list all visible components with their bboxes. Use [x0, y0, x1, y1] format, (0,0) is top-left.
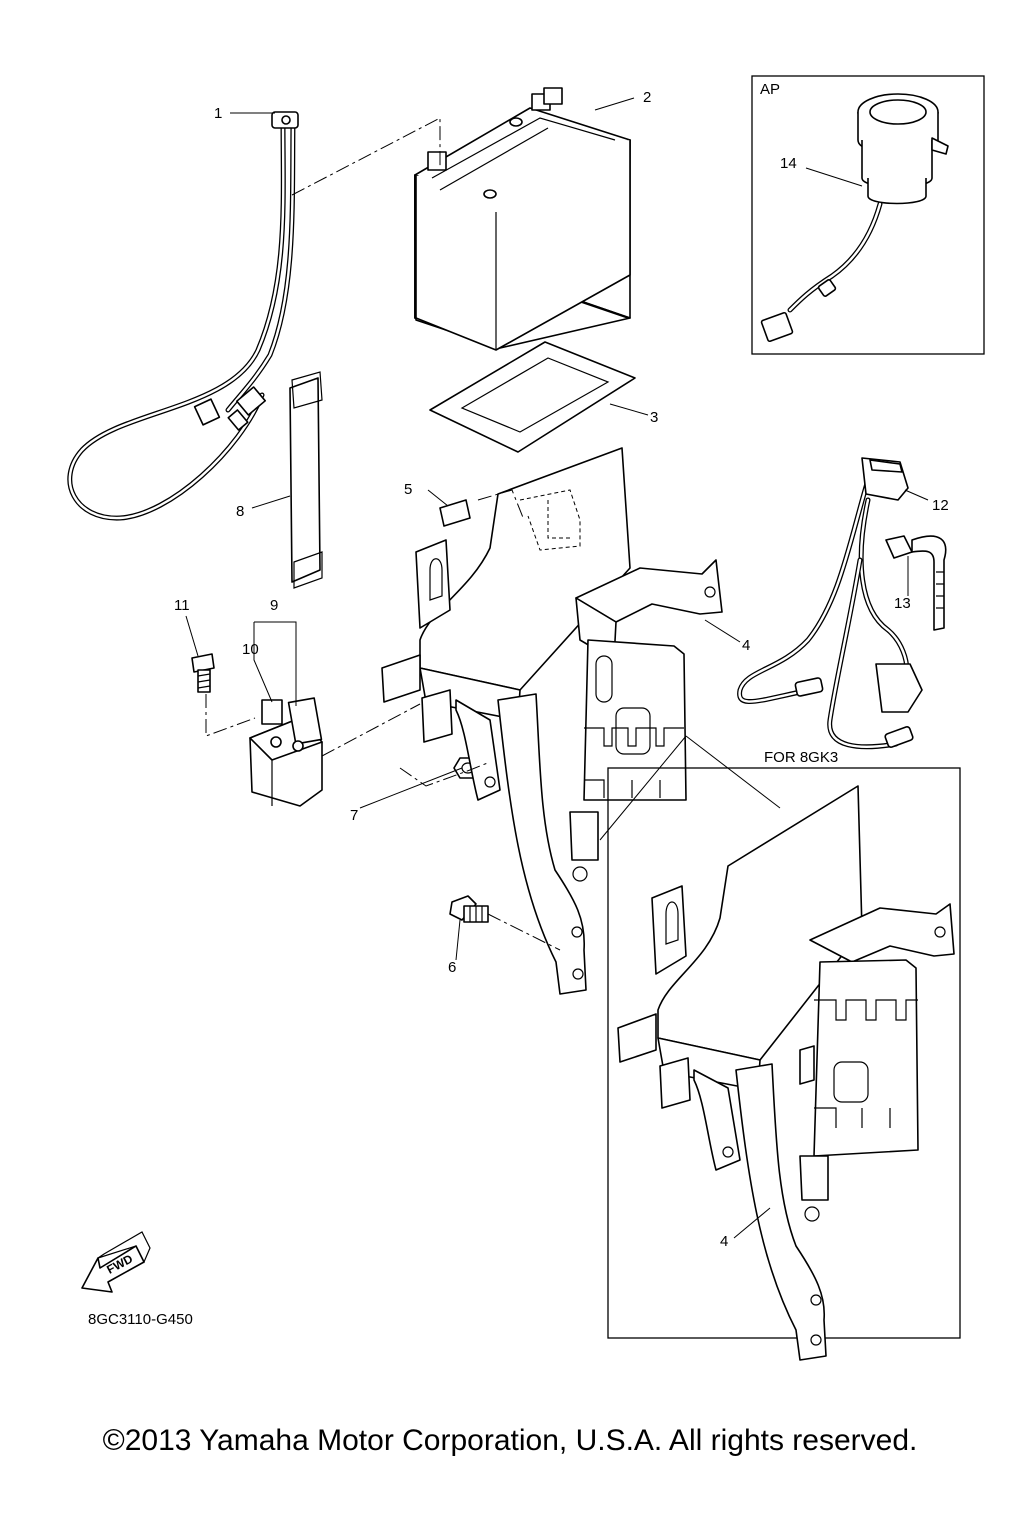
- callout-4-variant: 4: [720, 1233, 728, 1250]
- variant-inset-box: FOR 8GK3: [607, 749, 961, 1361]
- wire-tie-part-13[interactable]: [885, 535, 947, 631]
- forward-arrow-icon: FWD: [81, 1231, 151, 1293]
- bolt-part-6[interactable]: [449, 895, 489, 923]
- callout-9: 9: [270, 597, 278, 614]
- sub-wire-harness-part-12[interactable]: [737, 457, 923, 750]
- battery-part-2[interactable]: [414, 87, 631, 351]
- battery-bracket-part-4-variant[interactable]: [617, 785, 955, 1361]
- callout-4: 4: [742, 637, 750, 654]
- callout-7: 7: [350, 807, 358, 824]
- callout-2: 2: [643, 89, 651, 106]
- callout-14: 14: [780, 155, 797, 172]
- leader-lines: [185, 97, 929, 1239]
- callout-13: 13: [894, 595, 911, 612]
- copyright-notice: ©2013 Yamaha Motor Corporation, U.S.A. A…: [103, 1424, 918, 1457]
- battery-bracket-part-4[interactable]: [381, 447, 723, 995]
- accessory-socket-part-14[interactable]: [760, 93, 949, 343]
- callout-numbers: 1 2 3 4 4 5 6 7 8 9 10 11 12 13 14: [174, 89, 949, 1250]
- diagram-code: 8GC3110-G450: [88, 1311, 193, 1328]
- callout-6: 6: [448, 959, 456, 976]
- battery-lead-part-1[interactable]: [67, 111, 299, 521]
- callout-11: 11: [174, 597, 190, 614]
- callout-10: 10: [242, 641, 259, 658]
- callout-8: 8: [236, 503, 244, 520]
- battery-band-part-8[interactable]: [289, 371, 323, 589]
- damper-part-5[interactable]: [439, 499, 471, 527]
- callout-1: 1: [214, 105, 222, 122]
- variant-inset-label: FOR 8GK3: [764, 749, 838, 766]
- battery-mat-part-3[interactable]: [429, 341, 636, 453]
- starter-relay-part-9[interactable]: [249, 697, 323, 807]
- callout-12: 12: [932, 497, 949, 514]
- ap-inset-box: AP: [751, 75, 985, 355]
- bolt-part-11[interactable]: [191, 653, 215, 693]
- callout-3: 3: [650, 409, 658, 426]
- callout-5: 5: [404, 481, 412, 498]
- ap-inset-label: AP: [760, 81, 780, 98]
